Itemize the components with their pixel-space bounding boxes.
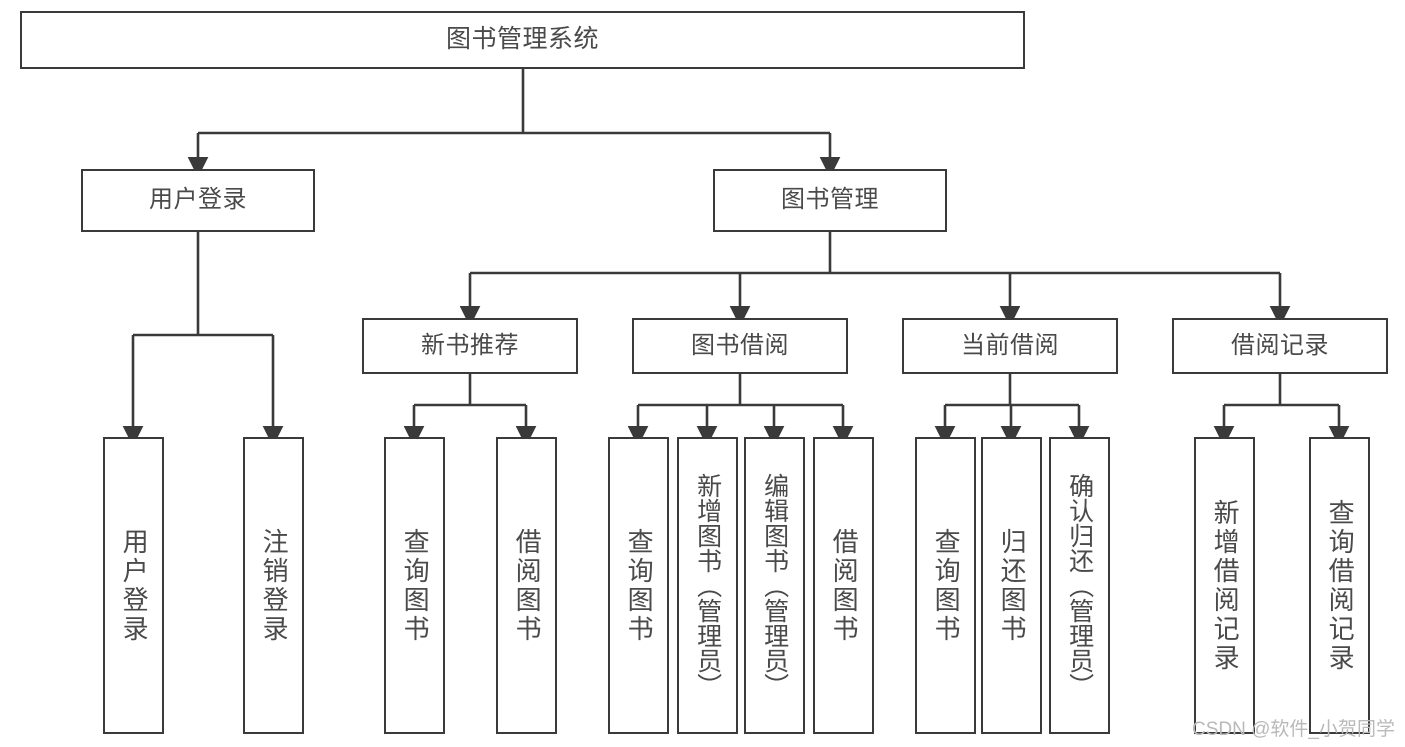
node-label: 归还图书 [997,527,1028,644]
node-label: 新书推荐 [421,331,519,359]
node-label: 查询借阅记录 [1325,498,1356,673]
node-label: 用户登录 [149,186,247,214]
node-label: 图书管理 [781,186,879,214]
node-label: 当前借阅 [961,331,1059,359]
leaf-query-book-recommend[interactable]: 查询图书 [384,437,445,734]
leaf-confirm-return[interactable]: 确认归还（管理员） [1049,437,1110,734]
leaf-user-logout[interactable]: 注销登录 [243,437,304,734]
node-borrow-record[interactable]: 借阅记录 [1172,318,1388,374]
node-label: 借阅记录 [1231,331,1329,359]
leaf-borrow-book-recommend[interactable]: 借阅图书 [496,437,557,734]
leaf-query-book-current[interactable]: 查询图书 [915,437,976,734]
node-label: 新增图书（管理员） [693,473,722,698]
node-label: 借阅图书 [829,527,860,644]
leaf-add-book[interactable]: 新增图书（管理员） [677,437,738,734]
leaf-query-book-borrow[interactable]: 查询图书 [608,437,669,734]
node-label: 查询图书 [624,527,655,644]
node-label: 图书借阅 [691,331,789,359]
node-user-login[interactable]: 用户登录 [81,169,315,232]
leaf-query-borrow-record[interactable]: 查询借阅记录 [1309,437,1370,734]
node-label: 借阅图书 [512,527,543,644]
leaf-add-borrow-record[interactable]: 新增借阅记录 [1194,437,1255,734]
leaf-edit-book[interactable]: 编辑图书（管理员） [744,437,805,734]
leaf-return-book[interactable]: 归还图书 [981,437,1042,734]
node-label: 查询图书 [400,527,431,644]
node-label: 注销登录 [259,527,290,644]
node-label: 新增借阅记录 [1210,498,1241,673]
node-new-book-recommend[interactable]: 新书推荐 [362,318,578,374]
node-label: 编辑图书（管理员） [760,473,789,698]
node-label: 图书管理系统 [445,25,599,54]
node-current-borrow[interactable]: 当前借阅 [902,318,1118,374]
node-book-management[interactable]: 图书管理 [713,169,947,232]
node-label: 确认归还（管理员） [1065,473,1094,698]
leaf-borrow-book[interactable]: 借阅图书 [813,437,874,734]
leaf-user-login[interactable]: 用户登录 [103,437,164,734]
node-label: 用户登录 [119,527,150,644]
node-root-book-management-system[interactable]: 图书管理系统 [20,11,1025,69]
node-label: 查询图书 [931,527,962,644]
node-book-borrow[interactable]: 图书借阅 [632,318,848,374]
